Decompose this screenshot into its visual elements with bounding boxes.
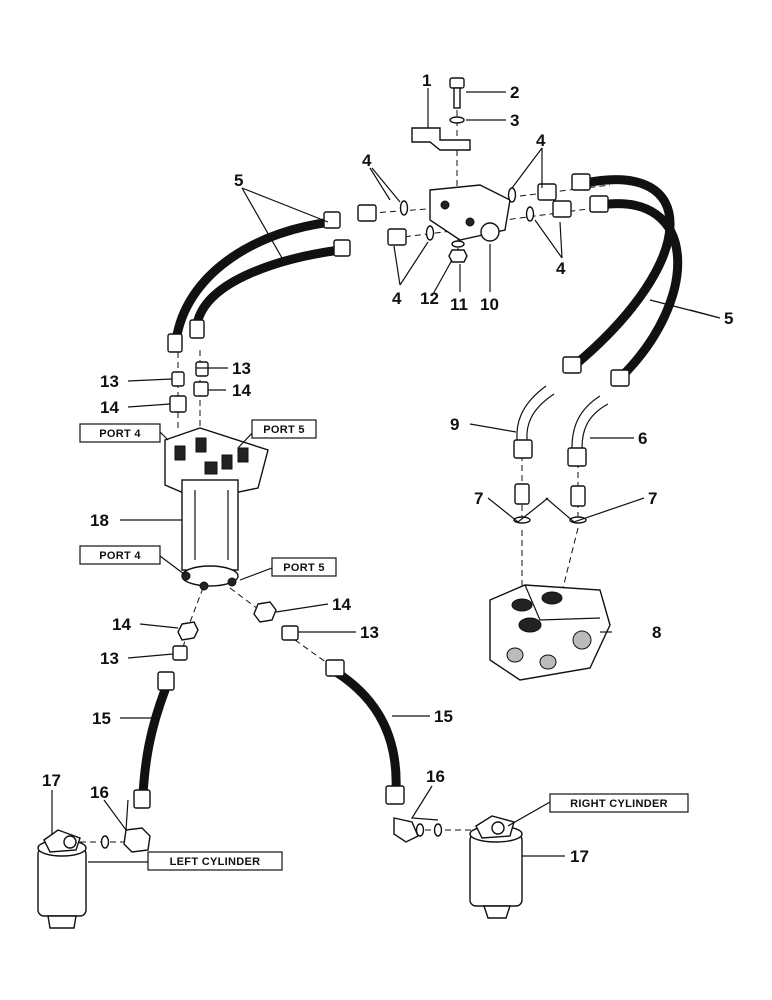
washer <box>449 116 465 124</box>
callout-15-right: 15 <box>434 707 453 726</box>
label-port5-top: PORT 5 <box>251 419 317 439</box>
hose-upper-left-2 <box>193 245 345 325</box>
callout-5-right: 5 <box>724 309 733 328</box>
callout-4-right-lower: 4 <box>556 259 566 278</box>
callout-4-left-upper: 4 <box>362 151 372 170</box>
label-port4-top: PORT 4 <box>79 423 161 443</box>
callout-3: 3 <box>510 111 519 130</box>
hose-lower-left <box>138 685 170 800</box>
label-port5-top-text: PORT 5 <box>263 424 305 436</box>
bracket <box>411 127 471 151</box>
callout-11: 11 <box>450 295 468 314</box>
callout-7-left: 7 <box>474 489 483 508</box>
control-valve <box>489 584 611 681</box>
label-left-cylinder: LEFT CYLINDER <box>147 851 283 871</box>
callout-14-d: 14 <box>112 615 131 634</box>
label-port4-top-text: PORT 4 <box>99 428 141 440</box>
label-port5-bottom: PORT 5 <box>271 557 337 577</box>
callout-1: 1 <box>422 71 431 90</box>
hose-fittings <box>133 173 630 809</box>
callout-13-a: 13 <box>232 359 251 378</box>
label-left-cylinder-text: LEFT CYLINDER <box>170 856 261 868</box>
callout-14-c: 14 <box>332 595 351 614</box>
nut-and-washer <box>448 240 468 263</box>
left-cylinder <box>37 829 87 929</box>
callout-13-c: 13 <box>360 623 379 642</box>
callout-17-right: 17 <box>570 847 589 866</box>
swivel-manifold <box>164 427 269 591</box>
callout-4-left-lower: 4 <box>392 289 402 308</box>
label-port4-bottom-text: PORT 4 <box>99 550 141 562</box>
callout-12: 12 <box>420 289 439 308</box>
callout-18: 18 <box>90 511 109 530</box>
callout-10: 10 <box>480 295 499 314</box>
callout-14-a: 14 <box>232 381 251 400</box>
right-cylinder <box>469 815 523 919</box>
callout-2: 2 <box>510 83 519 102</box>
callout-7-right: 7 <box>648 489 657 508</box>
hose-lower-right <box>331 667 401 795</box>
label-port4-bottom: PORT 4 <box>79 545 161 565</box>
elbow-tube-6 <box>567 395 609 467</box>
bolt <box>449 77 465 109</box>
label-right-cylinder: RIGHT CYLINDER <box>549 793 689 813</box>
valve-block <box>429 184 511 242</box>
callout-17-left: 17 <box>42 771 61 790</box>
fittings-o-rings <box>357 183 572 246</box>
elbow-left <box>100 827 151 853</box>
adapters-upper <box>169 361 209 413</box>
callout-5-left: 5 <box>234 171 243 190</box>
callout-16-left: 16 <box>90 783 109 802</box>
callout-13-b: 13 <box>100 372 119 391</box>
callout-6: 6 <box>638 429 647 448</box>
elbow-tube-9 <box>513 385 555 459</box>
elbow-right <box>393 817 443 843</box>
callout-4-right-upper: 4 <box>536 131 546 150</box>
label-port5-bottom-text: PORT 5 <box>283 562 325 574</box>
callout-16-right: 16 <box>426 767 445 786</box>
callout-14-b: 14 <box>100 398 119 417</box>
adapters-lower <box>172 601 299 661</box>
hose-upper-right-2 <box>595 199 683 383</box>
callout-15-left: 15 <box>92 709 111 728</box>
hose-upper-left-1 <box>172 217 337 340</box>
callout-13-d: 13 <box>100 649 119 668</box>
label-right-cylinder-text: RIGHT CYLINDER <box>570 798 668 810</box>
callout-8: 8 <box>652 623 661 642</box>
callout-9: 9 <box>450 415 459 434</box>
